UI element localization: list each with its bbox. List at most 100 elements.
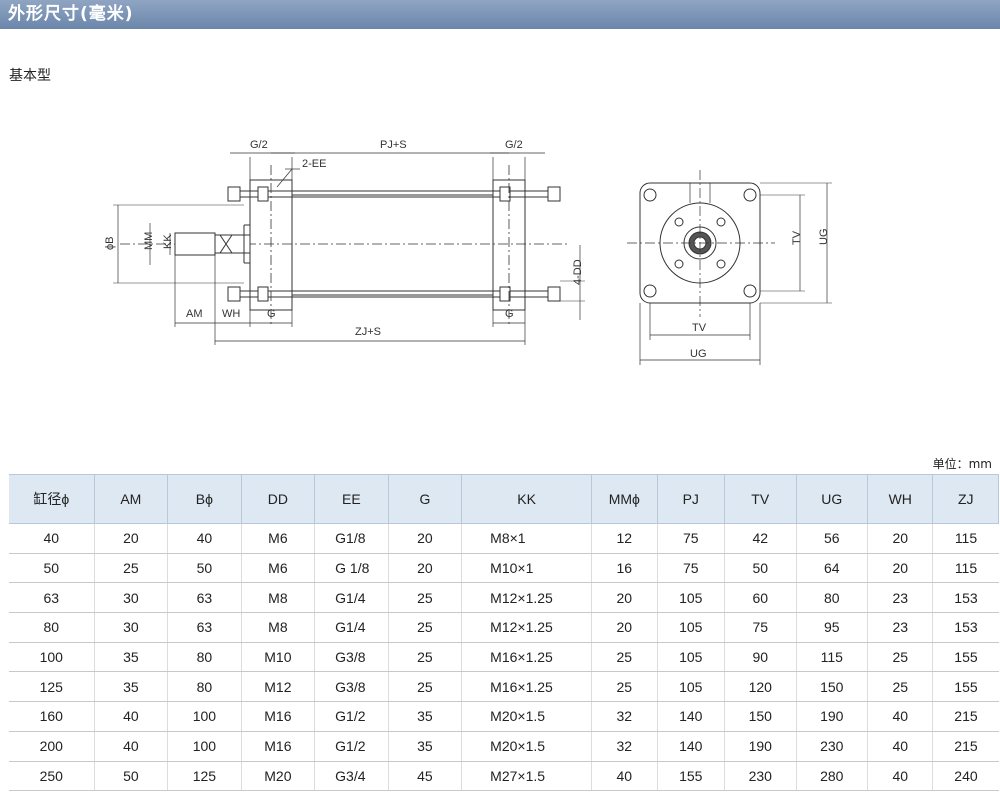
table-cell: 40 (93, 731, 168, 762)
table-cell: M16×1.25 (461, 671, 592, 703)
table-cell: 105 (656, 671, 725, 703)
table-cell: M12×1.25 (461, 582, 592, 614)
table-cell: 25 (387, 612, 462, 643)
technical-drawing: G/2 PJ+S G/2 2-EE ϕB MM KK AM WH G G 4-D… (0, 95, 1000, 385)
model-type-label: 基本型 (9, 68, 51, 84)
table-cell: 75 (656, 523, 725, 554)
dim-label-zj-s: ZJ+S (355, 326, 381, 338)
section-header-bar: 外形尺寸(毫米) (0, 0, 1000, 29)
table-cell: 63 (167, 612, 242, 643)
table-cell: 25 (591, 642, 658, 673)
table-cell: 20 (866, 553, 933, 584)
table-cell: 120 (724, 671, 796, 703)
table-cell: 35 (387, 701, 462, 732)
table-cell: 125 (167, 761, 242, 792)
end-view-label-ug: UG (690, 348, 707, 360)
table-cell: 20 (591, 612, 658, 643)
table-cell: 63 (167, 582, 242, 614)
col-header: DD (240, 474, 316, 524)
table-cell: M16×1.25 (461, 642, 592, 673)
table-cell: 20 (591, 582, 658, 614)
table-cell: 115 (932, 523, 999, 554)
dimension-table: 缸径ϕ AM Bϕ DD EE G KK MMϕ PJ TV UG WH ZJ … (9, 474, 999, 792)
table-cell: 80 (9, 612, 95, 643)
table-cell: 105 (656, 642, 725, 673)
table-cell: 153 (932, 612, 999, 643)
table-cell: G3/4 (314, 761, 389, 792)
table-cell: G1/2 (314, 701, 389, 732)
table-cell: 80 (167, 671, 242, 703)
table-cell: 20 (93, 523, 168, 554)
table-cell: 40 (93, 701, 168, 732)
table-cell: M20×1.5 (461, 701, 592, 732)
dim-label-dd: 4-DD (572, 259, 584, 285)
table-cell: M8 (240, 582, 315, 614)
dim-label-phi-b: ϕB (104, 237, 116, 251)
dim-label-wh: WH (222, 308, 240, 320)
table-cell: 16 (591, 553, 658, 584)
table-cell: 25 (387, 582, 462, 614)
dim-label-g2-left: G/2 (250, 139, 268, 151)
table-cell: 200 (9, 731, 95, 762)
table-cell: 50 (724, 553, 796, 584)
end-view-label-ug-side: UG (818, 229, 830, 246)
table-cell: 190 (795, 701, 868, 732)
table-cell: 20 (387, 523, 462, 554)
table-cell: 250 (9, 761, 95, 792)
table-cell: 215 (932, 731, 999, 762)
table-cell: 160 (9, 701, 95, 732)
end-view-label-tv-side: TV (791, 230, 803, 245)
table-cell: 190 (724, 731, 796, 762)
table-cell: 25 (93, 553, 168, 584)
col-header: Bϕ (167, 474, 242, 524)
table-cell: 30 (93, 612, 168, 643)
table-cell: 150 (795, 671, 868, 703)
table-cell: 153 (932, 582, 999, 614)
table-cell: G3/8 (314, 642, 389, 673)
table-cell: 40 (866, 701, 933, 732)
table-cell: M10 (240, 642, 315, 673)
table-cell: 105 (656, 582, 725, 614)
table-cell: 280 (795, 761, 868, 792)
dim-label-mm: MM (143, 232, 155, 250)
table-cell: 155 (656, 761, 725, 792)
table-cell: G1/2 (314, 731, 389, 762)
table-cell: 40 (9, 523, 95, 554)
table-cell: 230 (795, 731, 868, 762)
col-header: MMϕ (591, 474, 658, 524)
end-view-label-tv: TV (692, 322, 707, 334)
table-cell: G1/4 (314, 612, 389, 643)
table-cell: 32 (591, 731, 658, 762)
table-cell: G 1/8 (314, 553, 389, 584)
col-header: ZJ (932, 474, 999, 524)
table-cell: 35 (93, 671, 168, 703)
table-cell: 20 (866, 523, 933, 554)
table-cell: 25 (387, 671, 462, 703)
table-cell: 80 (167, 642, 242, 673)
table-cell: 32 (591, 701, 658, 732)
table-cell: G3/8 (314, 671, 389, 703)
table-cell: M20×1.5 (461, 731, 592, 762)
table-header-row: 缸径ϕ AM Bϕ DD EE G KK MMϕ PJ TV UG WH ZJ (9, 474, 999, 524)
table-cell: 35 (93, 642, 168, 673)
col-header: 缸径ϕ (9, 474, 95, 524)
table-cell: 56 (795, 523, 868, 554)
table-cell: M6 (240, 523, 315, 554)
table-cell: M6 (240, 553, 315, 584)
col-header: G (387, 474, 463, 524)
col-header: UG (795, 474, 868, 524)
table-cell: 240 (932, 761, 999, 792)
table-cell: 100 (167, 701, 242, 732)
table-cell: G1/4 (314, 582, 389, 614)
col-header: WH (866, 474, 934, 524)
table-cell: M12×1.25 (461, 612, 592, 643)
table-cell: 40 (167, 523, 242, 554)
table-cell: 35 (387, 731, 462, 762)
